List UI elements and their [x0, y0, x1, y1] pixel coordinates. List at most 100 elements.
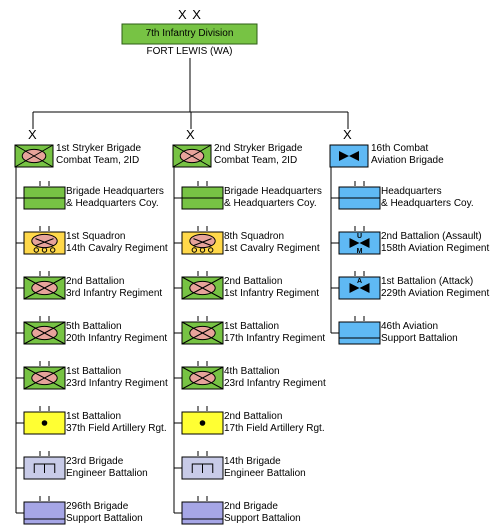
brigade-1-unit-5-label-line1: 1st Battalion — [66, 366, 122, 377]
brigade-3-unit-1-label-line2: & Headquarters Coy. — [381, 198, 474, 209]
brigade-1-unit-4-symbol — [23, 321, 66, 345]
brigade-1-unit-2-label-line2: 14th Cavalry Regiment — [66, 243, 168, 254]
brigade-1-unit-6-label-line2: 37th Field Artillery Rgt. — [66, 423, 167, 434]
brigade-1-name-line2: Combat Team, 2ID — [56, 155, 140, 166]
brigade-1-unit-6-symbol — [23, 411, 66, 435]
brigade-2-unit-3-echelon-ticks — [197, 271, 208, 276]
brigade-1-unit-8-echelon-ticks — [39, 496, 50, 501]
brigade-2-unit-2-symbol — [181, 231, 224, 255]
brigade-3-symbol — [329, 144, 369, 168]
brigade-1-unit-3-label-line1: 2nd Battalion — [66, 276, 125, 287]
brigade-2-unit-2-label-line1: 8th Squadron — [224, 231, 285, 242]
brigade-2-unit-5-label-line1: 4th Battalion — [224, 366, 280, 377]
brigade-2-unit-6-label-line2: 17th Field Artillery Rgt. — [224, 423, 325, 434]
brigade-2-unit-8-symbol — [181, 501, 224, 525]
brigade-2-unit-8-label-line2: Support Battalion — [224, 513, 301, 524]
brigade-1-unit-1-echelon-ticks — [39, 181, 50, 186]
division-echelon-mark: X X — [178, 7, 202, 22]
brigade-1-unit-8-symbol — [23, 501, 66, 525]
brigade-3-unit-3-label-line1: 1st Battalion (Attack) — [381, 276, 474, 287]
brigade-3-unit-4-label-line2: Support Battalion — [381, 333, 458, 344]
brigade-2-unit-6-echelon-ticks — [197, 406, 208, 411]
brigade-1-echelon-mark: X — [28, 127, 38, 142]
brigade-3-unit-4-symbol — [338, 321, 381, 345]
brigade-3-unit-1-echelon-ticks — [354, 181, 365, 186]
brigade-1-name-line1: 1st Stryker Brigade — [56, 143, 142, 154]
brigade-2-unit-7-label-line2: Engineer Battalion — [224, 468, 306, 479]
brigade-2-unit-4-label-line2: 17th Infantry Regiment — [224, 333, 326, 344]
brigade-2-unit-3-label-line2: 1st Infantry Regiment — [224, 288, 320, 299]
brigade-2-unit-1-symbol — [181, 186, 224, 210]
brigade-1-unit-8-label-line1: 296th Brigade — [66, 501, 129, 512]
brigade-3-unit-4-label-line1: 46th Aviation — [381, 321, 439, 332]
brigade-3-name-line2: Aviation Brigade — [371, 155, 444, 166]
brigade-3-unit-2-echelon-ticks — [354, 226, 365, 231]
brigade-1-unit-2-symbol — [23, 231, 66, 255]
brigade-2-unit-5-echelon-ticks — [197, 361, 208, 366]
brigade-2-unit-2-echelon-ticks — [197, 226, 208, 231]
brigade-1-unit-5-echelon-ticks — [39, 361, 50, 366]
brigade-1-unit-6-label-line1: 1st Battalion — [66, 411, 122, 422]
brigade-3-unit-2-label-line2: 158th Aviation Regiment — [381, 243, 490, 254]
brigade-1-unit-2-echelon-ticks — [39, 226, 50, 231]
svg-text:A: A — [357, 278, 362, 285]
brigade-1-unit-4-label-line1: 5th Battalion — [66, 321, 122, 332]
brigade-3-echelon-mark: X — [343, 127, 353, 142]
brigade-1-unit-4-echelon-ticks — [39, 316, 50, 321]
brigade-1-unit-1-symbol — [23, 186, 66, 210]
division-name: 7th Infantry Division — [145, 28, 234, 39]
brigade-2-unit-8-label-line1: 2nd Brigade — [224, 501, 278, 512]
brigade-1-unit-1-label-line2: & Headquarters Coy. — [66, 198, 159, 209]
brigade-1-symbol — [14, 144, 54, 168]
brigade-1-unit-7-symbol — [23, 456, 66, 480]
brigade-1-unit-8-label-line2: Support Battalion — [66, 513, 143, 524]
brigade-2-unit-3-label-line1: 2nd Battalion — [224, 276, 283, 287]
brigade-3-unit-3-echelon-ticks — [354, 271, 365, 276]
brigade-1-unit-6-echelon-ticks — [39, 406, 50, 411]
brigade-2-unit-5-symbol — [181, 366, 224, 390]
brigade-1-unit-7-echelon-ticks — [39, 451, 50, 456]
svg-text:U: U — [357, 233, 362, 240]
brigade-2-symbol — [172, 144, 212, 168]
brigade-2-unit-4-label-line1: 1st Battalion — [224, 321, 280, 332]
brigade-1-unit-7-label-line1: 23rd Brigade — [66, 456, 124, 467]
brigade-3-unit-4-echelon-ticks — [354, 316, 365, 321]
brigade-1-unit-5-symbol — [23, 366, 66, 390]
brigade-1-unit-1-label-line1: Brigade Headquarters — [66, 186, 164, 197]
brigade-1-unit-3-label-line2: 3rd Infantry Regiment — [66, 288, 163, 299]
brigade-2-unit-5-label-line2: 23rd Infantry Regiment — [224, 378, 326, 389]
brigade-2-unit-6-label-line1: 2nd Battalion — [224, 411, 283, 422]
brigade-2-unit-6-symbol — [181, 411, 224, 435]
brigade-1-unit-2-label-line1: 1st Squadron — [66, 231, 126, 242]
brigade-1-unit-4-label-line2: 20th Infantry Regiment — [66, 333, 168, 344]
brigade-2-unit-7-echelon-ticks — [197, 451, 208, 456]
brigade-2-unit-8-echelon-ticks — [197, 496, 208, 501]
brigade-2-name-line2: Combat Team, 2ID — [214, 155, 298, 166]
brigade-3-unit-3-label-line2: 229th Aviation Regiment — [381, 288, 490, 299]
division-box — [121, 23, 258, 45]
brigade-3-unit-3-symbol: A — [338, 276, 381, 300]
division-location: FORT LEWIS (WA) — [146, 46, 233, 57]
brigade-3-unit-1-label-line1: Headquarters — [381, 186, 442, 197]
brigade-2-unit-1-label-line1: Brigade Headquarters — [224, 186, 322, 197]
brigade-2-unit-4-symbol — [181, 321, 224, 345]
brigade-2-unit-1-label-line2: & Headquarters Coy. — [224, 198, 317, 209]
brigade-3-unit-1-symbol — [338, 186, 381, 210]
brigade-2-unit-7-symbol — [181, 456, 224, 480]
brigade-1-unit-3-echelon-ticks — [39, 271, 50, 276]
brigade-2-unit-3-symbol — [181, 276, 224, 300]
brigade-2-name-line1: 2nd Stryker Brigade — [214, 143, 303, 154]
brigade-1-unit-3-symbol — [23, 276, 66, 300]
brigade-2-unit-7-label-line1: 14th Brigade — [224, 456, 281, 467]
brigade-1-unit-5-label-line2: 23rd Infantry Regiment — [66, 378, 168, 389]
brigade-3-unit-2-symbol: UM — [338, 231, 381, 255]
brigade-3-name-line1: 16th Combat — [371, 143, 429, 154]
brigade-2-unit-4-echelon-ticks — [197, 316, 208, 321]
brigade-2-unit-2-label-line2: 1st Cavalry Regiment — [224, 243, 320, 254]
svg-text:M: M — [357, 248, 363, 255]
brigade-2-echelon-mark: X — [186, 127, 196, 142]
brigade-3-unit-2-label-line1: 2nd Battalion (Assault) — [381, 231, 482, 242]
brigade-1-unit-7-label-line2: Engineer Battalion — [66, 468, 148, 479]
brigade-2-unit-1-echelon-ticks — [197, 181, 208, 186]
